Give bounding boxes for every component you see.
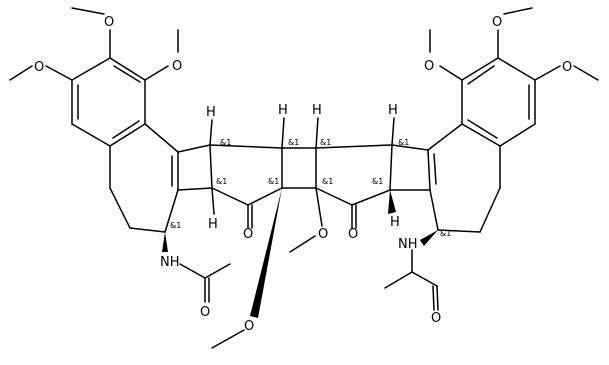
atom-h: H [278, 103, 288, 118]
left-acetamide [162, 232, 231, 303]
stereo-label: &1 [288, 138, 299, 147]
left-aromatic-ring [71, 57, 146, 147]
left-cyclobutane [177, 144, 213, 191]
stereo-label: &1 [440, 229, 451, 238]
atom-o: O [104, 15, 114, 30]
methoxy-bridges [211, 187, 323, 349]
stereo-label: &1 [170, 221, 181, 230]
atom-h: H [390, 215, 400, 230]
right-cyclopentanone [315, 144, 393, 229]
right-acetamide [384, 230, 439, 311]
central-cyclobutane [281, 147, 317, 189]
right-seven-ring [427, 123, 501, 233]
left-seven-ring [109, 123, 179, 233]
atom-o: O [431, 311, 441, 326]
right-cyclobutane [389, 144, 431, 191]
atom-nh: NH [160, 255, 180, 270]
left-cyclopentanone [209, 144, 283, 229]
right-aromatic-ring [461, 57, 536, 147]
atom-o: O [34, 60, 44, 75]
atom-o: O [492, 15, 502, 30]
atom-o: O [424, 59, 434, 74]
atom-h: H [208, 217, 218, 232]
left-methoxy-groups [9, 7, 179, 81]
atom-o: O [243, 227, 253, 242]
right-methoxy-groups [429, 7, 599, 81]
atom-h: H [388, 103, 398, 118]
stereo-bonds-hydrogens [209, 117, 396, 215]
atom-o: O [562, 60, 572, 75]
atom-h: H [206, 105, 216, 120]
stereo-label: &1 [268, 177, 279, 186]
atom-o: O [244, 319, 254, 334]
stereo-label: &1 [322, 177, 333, 186]
stereo-label: &1 [372, 177, 383, 186]
atom-labels: O O O O O O O O O O O O NH NH H H H H H … [34, 15, 572, 334]
atom-nh: NH [398, 237, 418, 252]
stereo-descriptors: &1 &1 &1 &1 &1 &1 &1 &1 &1 &1 [170, 138, 451, 238]
stereo-label: &1 [398, 138, 409, 147]
stereo-label: &1 [220, 138, 231, 147]
atom-o: O [200, 305, 210, 320]
atom-o: O [348, 227, 358, 242]
atom-o: O [318, 227, 328, 242]
stereo-label: &1 [320, 138, 331, 147]
atom-h: H [312, 103, 322, 118]
stereo-label: &1 [216, 177, 227, 186]
atom-o: O [172, 59, 182, 74]
